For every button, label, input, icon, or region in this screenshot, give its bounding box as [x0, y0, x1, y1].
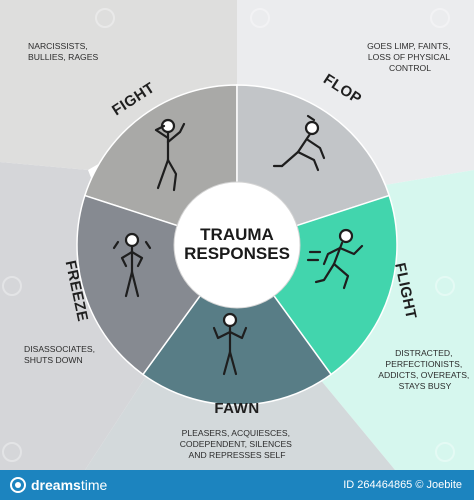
center-circle	[173, 181, 301, 309]
image-id-credit: ID 264464865 © Joebite	[343, 479, 462, 491]
outer-panel-flight	[300, 170, 474, 470]
desc-flight: DISTRACTED, PERFECTIONISTS, ADDICTS, OVE…	[378, 348, 471, 391]
title-line1: TRAUMA	[200, 225, 274, 244]
brand-text-part1: dreams	[31, 477, 81, 493]
running-person-icon	[306, 228, 364, 290]
title-line2: RESPONSES	[184, 244, 290, 263]
collapsing-person-icon	[272, 114, 326, 172]
trauma-responses-diagram: TRAUMA RESPONSES FIGHT FLOP FLIGHT FAWN …	[0, 0, 474, 470]
segment-label-fawn: FAWN	[214, 400, 259, 417]
segment-icons	[112, 114, 364, 376]
fighting-person-icon	[154, 118, 186, 192]
segment-wedge-fawn	[141, 243, 333, 406]
segment-descriptions: NARCISSISTS, BULLIES, RAGES GOES LIMP, F…	[24, 41, 471, 460]
watermark-swirls	[2, 8, 455, 462]
desc-flop: GOES LIMP, FAINTS, LOSS OF PHYSICAL CONT…	[367, 41, 453, 73]
outer-panel-flop	[237, 0, 474, 185]
outer-panel-fight	[0, 0, 237, 170]
outer-panel-freeze	[0, 162, 160, 470]
desc-freeze: DISASSOCIATES, SHUTS DOWN	[24, 344, 97, 365]
shrugging-person-icon	[212, 312, 248, 376]
desc-fight: NARCISSISTS, BULLIES, RAGES	[28, 41, 98, 62]
frozen-person-icon	[112, 232, 152, 298]
brand-text-part2: time	[80, 477, 108, 493]
desc-fawn: PLEASERS, ACQUIESCES, CODEPENDENT, SILEN…	[180, 428, 295, 460]
dreamstime-logo-icon	[10, 477, 26, 493]
